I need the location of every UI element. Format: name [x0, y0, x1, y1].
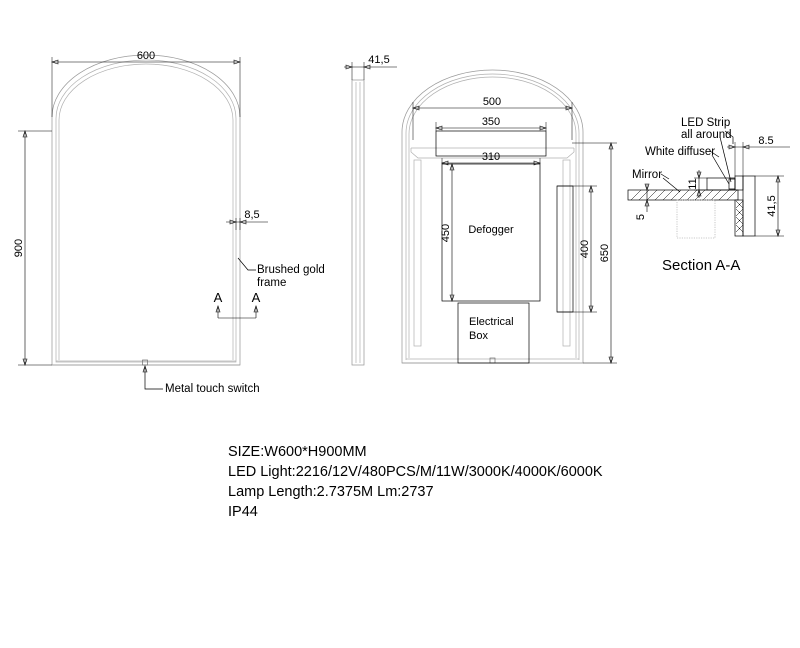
callout-label-brushed-gold-frame-line1: Brushed gold — [257, 264, 325, 276]
specifications-block: SIZE:W600*H900MM LED Light:2216/12V/480P… — [228, 444, 603, 520]
mounting-block-outline — [676, 199, 716, 239]
dimension-label-310: 310 — [482, 151, 500, 163]
spec-line-led-light: LED Light:2216/12V/480PCS/M/11W/3000K/40… — [228, 464, 603, 480]
dimension-section-5: 5 — [635, 183, 650, 220]
dimension-label-11: 11 — [687, 178, 699, 189]
section-mark-label-right: A — [252, 290, 261, 305]
dimension-front-frame-thickness: 8,5 — [226, 209, 268, 230]
dimension-back-650: 650 — [572, 142, 617, 364]
callout-label-mirror: Mirror — [632, 169, 662, 181]
frame-hatching — [735, 200, 744, 233]
metal-touch-switch-symbol — [142, 359, 148, 366]
dimension-back-310: 310 — [441, 151, 541, 166]
part-label-defogger: Defogger — [468, 224, 514, 236]
side-led-strip-block — [556, 185, 574, 313]
spec-line-size: SIZE:W600*H900MM — [228, 444, 367, 460]
dimension-back-450: 450 — [440, 163, 455, 302]
dimension-back-350: 350 — [435, 116, 547, 131]
dimension-label-5: 5 — [635, 214, 647, 220]
led-strip-symbol — [728, 178, 736, 190]
callout-metal-touch-switch: Metal touch switch — [142, 365, 260, 395]
spec-line-ip-rating: IP44 — [228, 504, 258, 520]
dimension-label-650: 650 — [599, 244, 611, 262]
front-inner-outline — [55, 59, 237, 363]
part-label-electrical-box-line2: Box — [469, 330, 488, 342]
back-view: Defogger Electrical Box 500 350 — [401, 69, 617, 364]
dimension-label-41-5-section: 41,5 — [766, 195, 778, 216]
spec-line-lamp-length: Lamp Length:2.7375M Lm:2737 — [228, 484, 434, 500]
dimension-label-450: 450 — [440, 224, 452, 242]
diffuser-bar — [435, 130, 547, 157]
section-a-a-view: LED Strip all around White diffuser Mirr… — [627, 117, 790, 274]
dimension-label-8-5-section: 8.5 — [758, 135, 773, 147]
section-mark-a-a: A A — [214, 290, 261, 319]
frame-profile — [734, 175, 756, 237]
side-elevation-view: 41,5 — [344, 54, 397, 366]
callout-label-white-diffuser: White diffuser — [645, 146, 715, 158]
callout-label-led-strip-line1: LED Strip — [681, 117, 730, 129]
defogger-pad — [441, 163, 541, 302]
side-outline — [351, 79, 365, 366]
section-title-a-a: Section A-A — [662, 257, 740, 274]
front-outer-outline — [51, 54, 241, 366]
front-glass-edge — [58, 63, 234, 360]
back-glass-edge — [408, 76, 577, 358]
back-panel-shoulder — [410, 148, 575, 159]
dimension-section-8-5: 8.5 — [727, 135, 790, 176]
dimension-label-600: 600 — [137, 50, 155, 62]
front-elevation-view: 600 900 8,5 Brushed gold frame — [13, 50, 325, 395]
dimension-label-400: 400 — [579, 240, 591, 258]
dimension-label-500: 500 — [483, 96, 501, 108]
dimension-label-41-5-side: 41,5 — [368, 54, 389, 66]
dimension-section-11: 11 — [687, 170, 707, 198]
callout-brushed-gold-frame: Brushed gold frame — [237, 257, 325, 289]
back-outer-outline — [401, 69, 584, 364]
dimension-back-500: 500 — [412, 96, 573, 140]
callout-white-diffuser: White diffuser — [645, 146, 730, 185]
dimension-side-depth: 41,5 — [344, 54, 397, 80]
led-channel-left — [413, 159, 422, 347]
dimension-back-400: 400 — [557, 185, 597, 313]
callout-led-strip: LED Strip all around — [681, 117, 734, 183]
section-mark-label-left: A — [214, 290, 223, 305]
dimension-front-width: 600 — [51, 50, 241, 117]
callout-mirror: Mirror — [632, 169, 681, 193]
part-label-electrical-box-line1: Electrical — [469, 316, 514, 328]
dimension-front-height: 900 — [13, 130, 52, 366]
callout-label-led-strip-line2: all around — [681, 129, 732, 141]
led-channel-right — [562, 159, 571, 347]
mirror-glass — [627, 189, 739, 201]
dimension-label-350: 350 — [482, 116, 500, 128]
callout-label-brushed-gold-frame-line2: frame — [257, 277, 286, 289]
dimension-label-900: 900 — [13, 239, 25, 257]
electrical-box — [457, 302, 530, 364]
callout-label-metal-touch-switch: Metal touch switch — [165, 383, 260, 395]
dimension-section-41-5: 41,5 — [755, 175, 784, 237]
dimension-label-8-5: 8,5 — [244, 209, 259, 221]
mirror-hatching — [630, 189, 738, 201]
